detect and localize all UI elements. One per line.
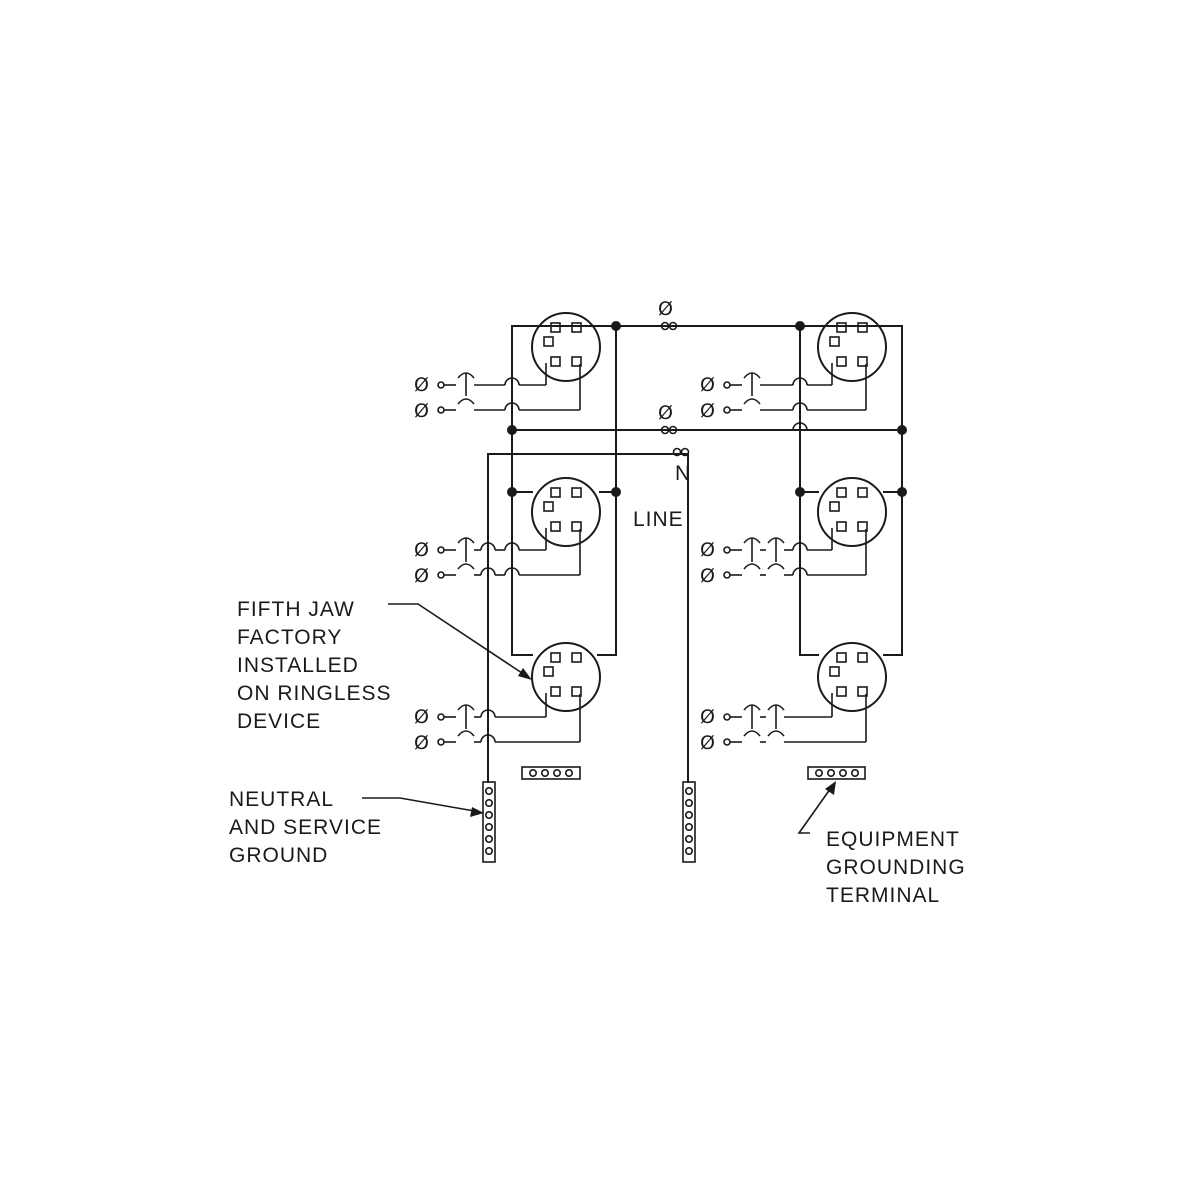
phase-right-3b: Ø: [700, 732, 715, 754]
junction-dots: [507, 321, 907, 497]
phase-label-top: Ø: [658, 298, 673, 320]
right-stack-wiring: [799, 325, 903, 656]
left-stack-wiring: [487, 325, 617, 783]
neutral-bar-left: [482, 781, 496, 863]
neutral-ground-note: NEUTRAL AND SERVICE GROUND: [229, 788, 382, 867]
line-connector-middle: [660, 425, 678, 435]
meter-socket-left-2: [531, 477, 601, 547]
line-label: LINE: [633, 508, 684, 531]
fifth-jaw-note: FIFTH JAW FACTORY INSTALLED ON RINGLESS …: [237, 598, 392, 733]
fifth-jaw-line-2: FACTORY: [237, 626, 342, 649]
meter-socket-right-2: [817, 477, 887, 547]
equipment-ground-bar-left: [521, 766, 581, 780]
phase-right-1a: Ø: [700, 374, 715, 396]
neutral-label: N: [675, 462, 691, 485]
equipment-ground-bar-right: [807, 766, 866, 780]
meter-socket-left-3: [531, 642, 601, 712]
equipment-ground-line-1: EQUIPMENT: [826, 828, 960, 851]
phase-left-2a: Ø: [414, 539, 429, 561]
phase-right-2b: Ø: [700, 565, 715, 587]
equipment-ground-leader-arrow: [797, 781, 836, 834]
phase-right-2a: Ø: [700, 539, 715, 561]
meter-socket-left-1: [531, 312, 601, 382]
phase-right-3a: Ø: [700, 706, 715, 728]
neutral-ground-line-3: GROUND: [229, 844, 328, 867]
line-connector-top: [660, 321, 678, 331]
fifth-jaw-line-3: INSTALLED: [237, 654, 359, 677]
phase-label-middle: Ø: [658, 402, 673, 424]
neutral-ground-leader-arrow: [362, 797, 484, 817]
load-circuit-left-2: [437, 528, 581, 579]
neutral-bar-center: [682, 781, 696, 863]
neutral-ground-line-2: AND SERVICE: [229, 816, 382, 839]
fifth-jaw-line-4: ON RINGLESS: [237, 682, 392, 705]
load-circuit-right-1: [723, 363, 867, 431]
fifth-jaw-leader-arrow: [388, 603, 532, 680]
load-circuit-left-3: [437, 693, 581, 746]
load-circuit-right-2: [723, 528, 867, 579]
fifth-jaw-line-1: FIFTH JAW: [237, 598, 355, 621]
load-circuit-right-3: [723, 693, 867, 746]
meter-socket-right-3: [817, 642, 887, 712]
line-connector-neutral: [672, 447, 690, 457]
phase-left-3a: Ø: [414, 706, 429, 728]
equipment-ground-line-3: TERMINAL: [826, 884, 940, 907]
phase-left-2b: Ø: [414, 565, 429, 587]
equipment-ground-line-2: GROUNDING: [826, 856, 966, 879]
phase-left-3b: Ø: [414, 732, 429, 754]
neutral-ground-line-1: NEUTRAL: [229, 788, 334, 811]
equipment-ground-note: EQUIPMENT GROUNDING TERMINAL: [826, 828, 966, 907]
load-circuit-left-1: [437, 363, 581, 414]
phase-right-1b: Ø: [700, 400, 715, 422]
fifth-jaw-line-5: DEVICE: [237, 710, 321, 733]
phase-left-1a: Ø: [414, 374, 429, 396]
phase-left-1b: Ø: [414, 400, 429, 422]
meter-socket-right-1: [817, 312, 887, 382]
